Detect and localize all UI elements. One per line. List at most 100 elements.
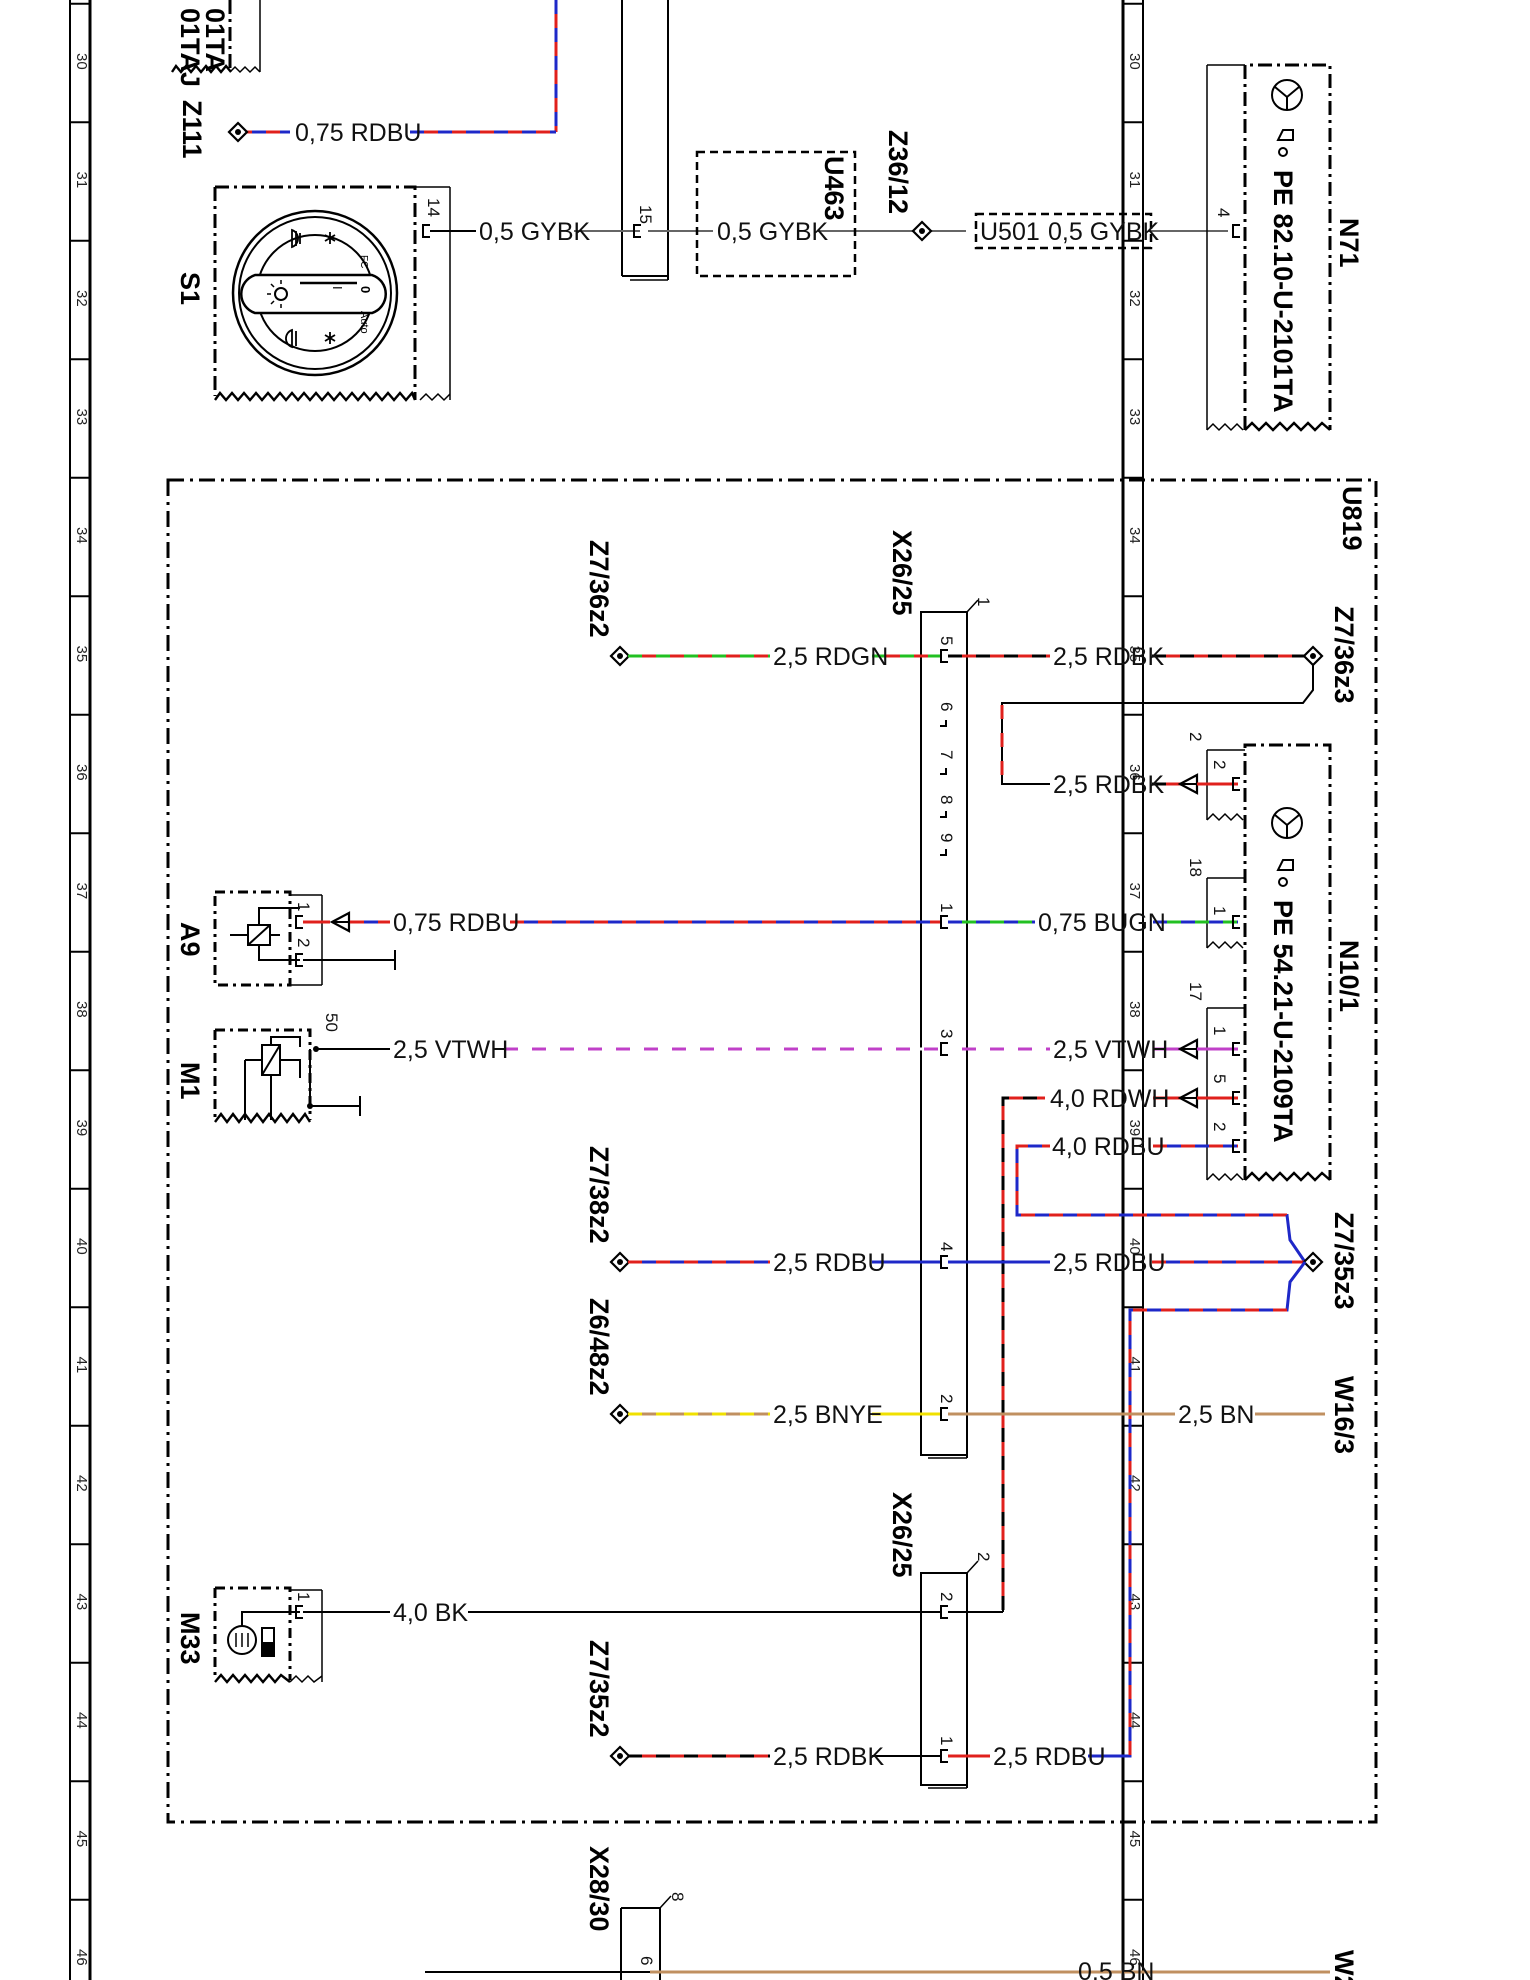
label-S1: S1: [175, 272, 205, 305]
pin-x26a-2: 2: [937, 1394, 956, 1403]
label-N10-1-part: PE 54.21-U-2109TA: [1268, 900, 1298, 1143]
label-M33: M33: [175, 1612, 205, 1665]
motor-m33: 1 M33: [175, 1586, 323, 1684]
component-u463: U463: [695, 150, 857, 278]
pin-x26b-1: 1: [937, 1736, 956, 1745]
motor-m1: 50 M1: [175, 1013, 361, 1124]
top-cut-label-1: 01TA: [200, 8, 230, 72]
label-Z36-12: Z36/12: [883, 130, 913, 214]
component-u501: U501 0,5 GYBK: [974, 212, 1159, 250]
grid-number: 44: [73, 1712, 90, 1729]
grid-number: 42: [73, 1475, 90, 1492]
grid-number: 45: [1126, 1831, 1143, 1848]
pin-x26a-7: 7: [937, 750, 956, 759]
label-U463: U463: [819, 156, 849, 221]
top-cut-component: 01TA 01TAJ: [171, 0, 261, 87]
label-X26-25-a: X26/25: [887, 530, 917, 616]
label-rdbk-top: 2,5 RDBK: [1053, 643, 1164, 671]
vertical-bus-15: 15: [621, 0, 669, 281]
label-Z7-36z3: Z7/36z3: [1329, 606, 1359, 704]
pin-s1-14: 14: [424, 198, 443, 217]
grid-number: 33: [73, 409, 90, 426]
pin-x26a-5: 5: [937, 636, 956, 645]
label-W-cut: W2: [1329, 1950, 1359, 1980]
label-rdbk-n10: 2,5 RDBK: [1053, 771, 1164, 799]
pin-n71-4: 4: [1214, 208, 1233, 217]
connector-x26-25-upper: 1 X26/25: [887, 530, 993, 1459]
label-u501-wire: 0,5 GYBK: [1048, 218, 1159, 246]
wire-gybk: 0,5 GYBK 0,5 GYBK: [479, 218, 1228, 246]
pin-m1-50: 50: [322, 1013, 341, 1032]
label-W16-3: W16/3: [1329, 1376, 1359, 1454]
label-bn: 2,5 BN: [1178, 1401, 1254, 1429]
wire-row-38: 3 2,5 VTWH 2,5 VTWH: [316, 1029, 1241, 1064]
label-vtwh-r: 2,5 VTWH: [1053, 1036, 1168, 1064]
grid-number: 31: [1126, 172, 1143, 189]
label-rdgn: 2,5 RDGN: [773, 643, 888, 671]
switch-label-auto: Auto: [358, 311, 370, 334]
label-U819: U819: [1337, 486, 1367, 551]
wire-row-37: 1 0,75 RDBU 0,75 BUGN: [303, 903, 1241, 937]
module-n10-1: 2 2 18 1 17 1 5 2 PE 54.21-U-2109TA N10/…: [1186, 732, 1364, 1182]
label-rdbu40: 4,0 RDBU: [1052, 1133, 1165, 1161]
module-n71: 4 PE 82.10-U-2101TA N71: [1206, 63, 1364, 432]
pin-x26a-6: 6: [937, 702, 956, 711]
label-a9-wire: 0,75 RDBU: [393, 909, 519, 937]
grid-number: 41: [73, 1357, 90, 1374]
pin-x26a-3: 3: [937, 1029, 956, 1038]
grid-number: 39: [1126, 1120, 1143, 1137]
label-Z7-36z2: Z7/36z2: [584, 540, 614, 638]
label-m33-wire: 4,0 BK: [393, 1599, 468, 1627]
label-rdwh: 4,0 RDWH: [1050, 1085, 1169, 1113]
grid-number: 34: [73, 527, 90, 544]
wire-z111: 0,75 RDBU Z111: [177, 0, 558, 159]
grid-number: 31: [73, 172, 90, 189]
pin-15: 15: [636, 205, 655, 224]
label-bugn: 0,75 BUGN: [1038, 909, 1166, 937]
grid-number: 38: [1126, 1001, 1143, 1018]
top-cut-label-2: 01TAJ: [175, 8, 205, 87]
pin-n10-17: 17: [1186, 982, 1205, 1001]
headlamp-icon: [285, 228, 336, 349]
grid-number: 39: [73, 1120, 90, 1137]
label-rdbk-low: 2,5 RDBK: [773, 1743, 884, 1771]
light-switch-s1: 0 Auto I FC 14 S1: [175, 185, 476, 402]
pin-n10-18: 18: [1186, 858, 1205, 877]
pin-x28-8: 8: [668, 1892, 687, 1901]
label-Z7-35z3: Z7/35z3: [1329, 1212, 1359, 1310]
wire-row-41: 2 2,5 BNYE 2,5 BN Z6/48z2 W16/3: [584, 1298, 1359, 1454]
grid-number: 32: [73, 290, 90, 307]
pin-n10-1b: 1: [1210, 1026, 1229, 1035]
pin-a9-1: 1: [294, 902, 313, 911]
grid-number: 35: [1126, 646, 1143, 663]
grid-number: 38: [73, 1001, 90, 1018]
label-U501: U501: [980, 218, 1040, 246]
connector-x28-30: 8 6 0,5 BN X28/30 W2: [425, 1846, 1359, 1980]
pin-x26a-9: 9: [937, 833, 956, 842]
switch-label-off: 0: [358, 286, 373, 293]
label-X28-30: X28/30: [584, 1846, 614, 1932]
pin-m33-1: 1: [294, 1592, 313, 1601]
label-m1-wire: 2,5 VTWH: [393, 1036, 508, 1064]
diagnostic-icon: [1271, 79, 1303, 157]
grid-number: 37: [1126, 883, 1143, 900]
wire-rdbu-40: 4,0 RDBU: [1015, 1133, 1307, 1263]
pin-n10-5: 5: [1210, 1074, 1229, 1083]
pin-x26a-8: 8: [937, 795, 956, 804]
label-z111-wire: 0,75 RDBU: [295, 119, 421, 147]
grid-number: 36: [73, 764, 90, 781]
pin-n10-2c: 2: [1210, 1122, 1229, 1131]
grid-number: 40: [73, 1238, 90, 1255]
switch-label-fog: FC: [358, 255, 369, 268]
wire-row-35: 5 2,5 RDGN 2,5 RDBK Z7/36z2 Z7/36z3: [584, 540, 1359, 785]
component-u819-boundary: [166, 478, 1378, 1824]
grid-number: 30: [1126, 53, 1143, 70]
label-N71-part: PE 82.10-U-2101TA: [1268, 170, 1298, 413]
grid-number: 36: [1126, 764, 1143, 781]
label-Z111: Z111: [177, 100, 207, 159]
pin-x26b-top: 2: [974, 1552, 993, 1561]
label-bottom-bn: 0,5 BN: [1078, 1958, 1154, 1980]
label-gybk-1: 0,5 GYBK: [479, 218, 590, 246]
